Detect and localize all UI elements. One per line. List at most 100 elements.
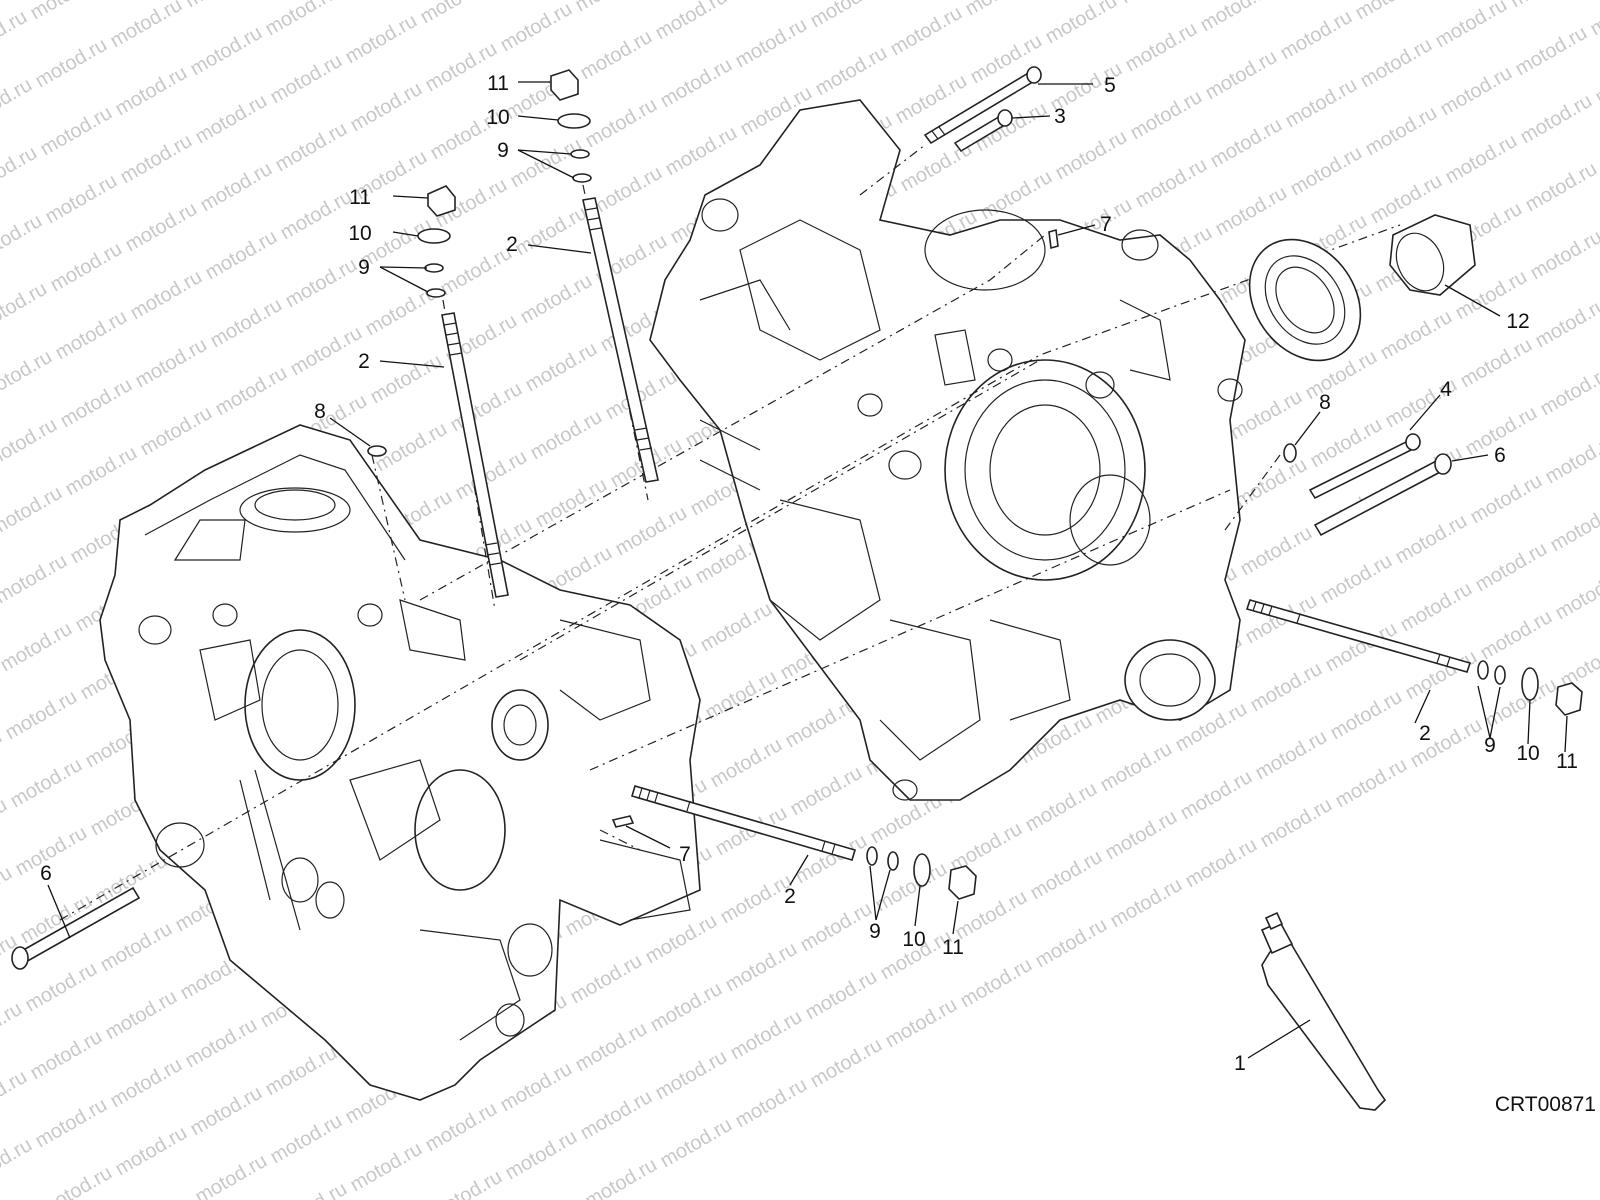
watermark-text: motod.ru xyxy=(47,238,126,297)
watermark-text: motod.ru xyxy=(707,734,786,793)
watermark-text: motod.ru xyxy=(1237,522,1316,581)
watermark-text: motod.ru xyxy=(1392,510,1471,569)
callout-2: 2 xyxy=(1419,722,1431,745)
sealant-tube xyxy=(1260,911,1387,1111)
watermark-text: motod.ru xyxy=(517,270,596,329)
watermark-text: motod.ru xyxy=(647,978,726,1037)
watermark-text: motod.ru xyxy=(342,10,421,69)
watermark-text: motod.ru xyxy=(1317,550,1396,609)
watermark-text: motod.ru xyxy=(1557,634,1600,693)
watermark-text: motod.ru xyxy=(1587,0,1600,40)
callout-11: 11 xyxy=(349,186,371,209)
watermark-text: motod.ru xyxy=(0,794,11,853)
watermark-text: motod.ru xyxy=(1542,430,1600,489)
watermark-text: motod.ru xyxy=(1472,538,1551,597)
watermark-text: motod.ru xyxy=(0,414,61,473)
right-crankcase-half xyxy=(649,99,1246,801)
watermark-text: motod.ru xyxy=(797,898,876,957)
watermark-text: motod.ru xyxy=(0,1066,31,1125)
watermark-text: motod.ru xyxy=(192,90,271,149)
watermark-text: motod.ru xyxy=(572,1018,651,1077)
watermark-text: motod.ru xyxy=(1177,766,1256,825)
watermark-text: motod.ru xyxy=(1282,74,1361,133)
callout-6: 6 xyxy=(1494,444,1506,467)
watermark-text: motod.ru xyxy=(187,22,266,81)
callout-2: 2 xyxy=(358,350,370,373)
watermark-text: motod.ru xyxy=(1332,754,1411,813)
watermark-text: motod.ru xyxy=(812,42,891,101)
watermark-text: motod.ru xyxy=(282,254,361,313)
watermark-text: motod.ru xyxy=(507,134,586,193)
watermark-text: motod.ru xyxy=(207,294,286,353)
watermark-text: motod.ru xyxy=(1277,6,1356,65)
callout-8: 8 xyxy=(1319,391,1331,414)
watermark-text: motod.ru xyxy=(452,446,531,505)
watermark-text: motod.ru xyxy=(1202,46,1281,105)
diagram-code: CRT00871 xyxy=(1495,1093,1596,1116)
watermark-text: motod.ru xyxy=(1027,846,1106,905)
watermark-text: motod.ru xyxy=(962,0,1041,20)
watermark-text: motod.ru xyxy=(182,0,261,12)
watermark-text: motod.ru xyxy=(1457,334,1536,393)
watermark-text: motod.ru xyxy=(202,226,281,285)
watermark-text: motod.ru xyxy=(0,658,1,717)
watermark-text: motod.ru xyxy=(807,1034,886,1093)
watermark-text: motod.ru xyxy=(32,1094,111,1153)
watermark-text: motod.ru xyxy=(1592,50,1600,109)
watermark-text: motod.ru xyxy=(1252,726,1331,785)
watermark-text: motod.ru xyxy=(1197,0,1276,36)
watermark-text: motod.ru xyxy=(1207,114,1286,173)
watermark-text: motod.ru xyxy=(657,1114,736,1173)
watermark-text: motod.ru xyxy=(267,1110,346,1169)
callout-11: 11 xyxy=(1556,750,1578,773)
watermark-text: motod.ru xyxy=(1022,778,1101,837)
watermark-text: motod.ru xyxy=(0,278,51,337)
watermark-text: motod.ru xyxy=(1507,0,1586,12)
watermark-text: motod.ru xyxy=(577,26,656,85)
watermark-text: motod.ru xyxy=(1437,62,1516,121)
watermark-text: motod.ru xyxy=(262,0,341,40)
watermark-text: motod.ru xyxy=(572,0,651,16)
watermark-text: motod.ru xyxy=(697,598,776,657)
callout-3: 3 xyxy=(1054,105,1066,128)
watermark-text: motod.ru xyxy=(1547,498,1600,557)
callout-1: 1 xyxy=(1234,1052,1246,1075)
watermark-text: motod.ru xyxy=(532,474,611,533)
watermark-text: motod.ru xyxy=(107,0,186,52)
watermark-text: motod.ru xyxy=(107,1054,186,1113)
callout-leaders xyxy=(47,81,1568,1059)
watermark-text: motod.ru xyxy=(0,346,56,405)
callout-10: 10 xyxy=(902,928,925,951)
watermark-text: motod.ru xyxy=(1042,0,1121,48)
watermark-text: motod.ru xyxy=(27,1026,106,1085)
left-crankcase-half xyxy=(99,424,701,1101)
watermark-text: motod.ru xyxy=(0,550,71,609)
callout-10: 10 xyxy=(486,106,509,129)
watermark-text: motod.ru xyxy=(0,6,31,65)
watermark-text: motod.ru xyxy=(1377,306,1456,365)
watermark-text: motod.ru xyxy=(1527,226,1600,285)
watermark-text: motod.ru xyxy=(347,1138,426,1197)
callout-8: 8 xyxy=(314,400,326,423)
hardware-parts xyxy=(11,66,1583,1111)
watermark-text: motod.ru xyxy=(212,362,291,421)
watermark-text: motod.ru xyxy=(1132,154,1211,213)
watermark-text: motod.ru xyxy=(732,14,811,73)
watermark-text: motod.ru xyxy=(272,1178,351,1200)
watermark-text: motod.ru xyxy=(1537,362,1600,421)
callout-9: 9 xyxy=(358,256,370,279)
watermark-text: motod.ru xyxy=(1552,566,1600,625)
watermark-text: motod.ru xyxy=(192,1150,271,1200)
watermark-text: motod.ru xyxy=(0,74,36,133)
watermark-text: motod.ru xyxy=(727,1006,806,1065)
watermark-text: motod.ru xyxy=(582,94,661,153)
watermark-text: motod.ru xyxy=(957,954,1036,1013)
watermark-text: motod.ru xyxy=(1432,0,1511,52)
watermark-text: motod.ru xyxy=(1052,126,1131,185)
callout-10: 10 xyxy=(1516,742,1539,765)
callout-11: 11 xyxy=(942,936,964,959)
watermark-text: motod.ru xyxy=(132,334,211,393)
callout-7: 7 xyxy=(679,843,691,866)
watermark-text: motod.ru xyxy=(127,266,206,325)
watermark-text: motod.ru xyxy=(0,142,41,201)
